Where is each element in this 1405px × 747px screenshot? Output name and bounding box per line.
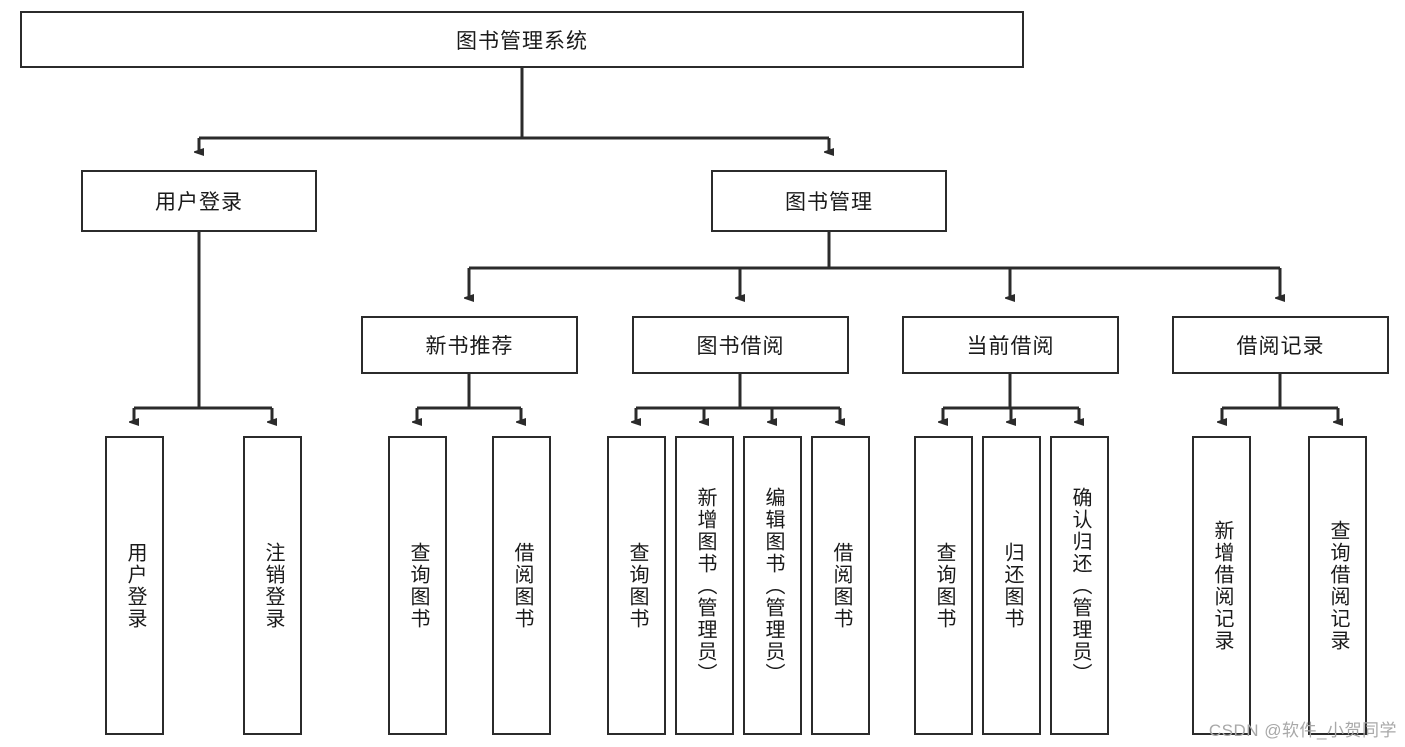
node-leaf-borrow-book-2[interactable]: 借阅图书 <box>811 436 870 735</box>
node-current-borrow[interactable]: 当前借阅 <box>902 316 1119 374</box>
node-leaf-edit-book[interactable]: 编辑图书（管理员） <box>743 436 802 735</box>
node-leaf-user-logout[interactable]: 注销登录 <box>243 436 302 735</box>
node-book-borrow[interactable]: 图书借阅 <box>632 316 849 374</box>
node-new-book-rec-label: 新书推荐 <box>425 335 514 358</box>
node-leaf-borrow-book-2-label: 借阅图书 <box>830 541 852 630</box>
node-root-label: 图书管理系统 <box>456 29 588 53</box>
edges-borrow-record <box>1222 374 1338 422</box>
node-leaf-user-login-label: 用户登录 <box>124 541 146 630</box>
node-current-borrow-label: 当前借阅 <box>966 335 1055 358</box>
node-leaf-user-login[interactable]: 用户登录 <box>105 436 164 735</box>
node-leaf-return-book-label: 归还图书 <box>1001 541 1023 630</box>
node-user-login-label: 用户登录 <box>155 191 243 214</box>
node-leaf-confirm-return-label: 确认归还（管理员） <box>1069 486 1091 685</box>
node-leaf-query-book-2-label: 查询图书 <box>626 541 648 630</box>
node-leaf-borrow-book-1[interactable]: 借阅图书 <box>492 436 551 735</box>
edges-book-borrow <box>636 374 840 422</box>
node-leaf-query-book-2[interactable]: 查询图书 <box>607 436 666 735</box>
node-book-manage[interactable]: 图书管理 <box>711 170 947 232</box>
node-borrow-record-label: 借阅记录 <box>1236 335 1325 358</box>
edges-book-manage <box>469 232 1280 298</box>
node-leaf-query-record-label: 查询借阅记录 <box>1327 519 1349 652</box>
node-borrow-record[interactable]: 借阅记录 <box>1172 316 1389 374</box>
node-leaf-add-book-label: 新增图书（管理员） <box>694 486 716 685</box>
node-book-manage-label: 图书管理 <box>785 191 873 214</box>
node-leaf-query-book-3[interactable]: 查询图书 <box>914 436 973 735</box>
node-book-borrow-label: 图书借阅 <box>696 335 785 358</box>
node-leaf-add-record-label: 新增借阅记录 <box>1211 519 1233 652</box>
edges-new-book-rec <box>417 374 521 422</box>
node-new-book-rec[interactable]: 新书推荐 <box>361 316 578 374</box>
node-user-login[interactable]: 用户登录 <box>81 170 317 232</box>
node-leaf-add-book[interactable]: 新增图书（管理员） <box>675 436 734 735</box>
node-leaf-borrow-book-1-label: 借阅图书 <box>511 541 533 630</box>
edges-current-borrow <box>943 374 1079 422</box>
edges-user-login <box>134 232 272 422</box>
node-leaf-user-logout-label: 注销登录 <box>262 541 284 630</box>
node-root[interactable]: 图书管理系统 <box>20 11 1024 68</box>
node-leaf-query-record[interactable]: 查询借阅记录 <box>1308 436 1367 735</box>
node-leaf-add-record[interactable]: 新增借阅记录 <box>1192 436 1251 735</box>
node-leaf-confirm-return[interactable]: 确认归还（管理员） <box>1050 436 1109 735</box>
node-leaf-query-book-1[interactable]: 查询图书 <box>388 436 447 735</box>
node-leaf-query-book-3-label: 查询图书 <box>933 541 955 630</box>
node-leaf-query-book-1-label: 查询图书 <box>407 541 429 630</box>
node-leaf-return-book[interactable]: 归还图书 <box>982 436 1041 735</box>
node-leaf-edit-book-label: 编辑图书（管理员） <box>762 486 784 685</box>
edges-root <box>199 68 829 152</box>
